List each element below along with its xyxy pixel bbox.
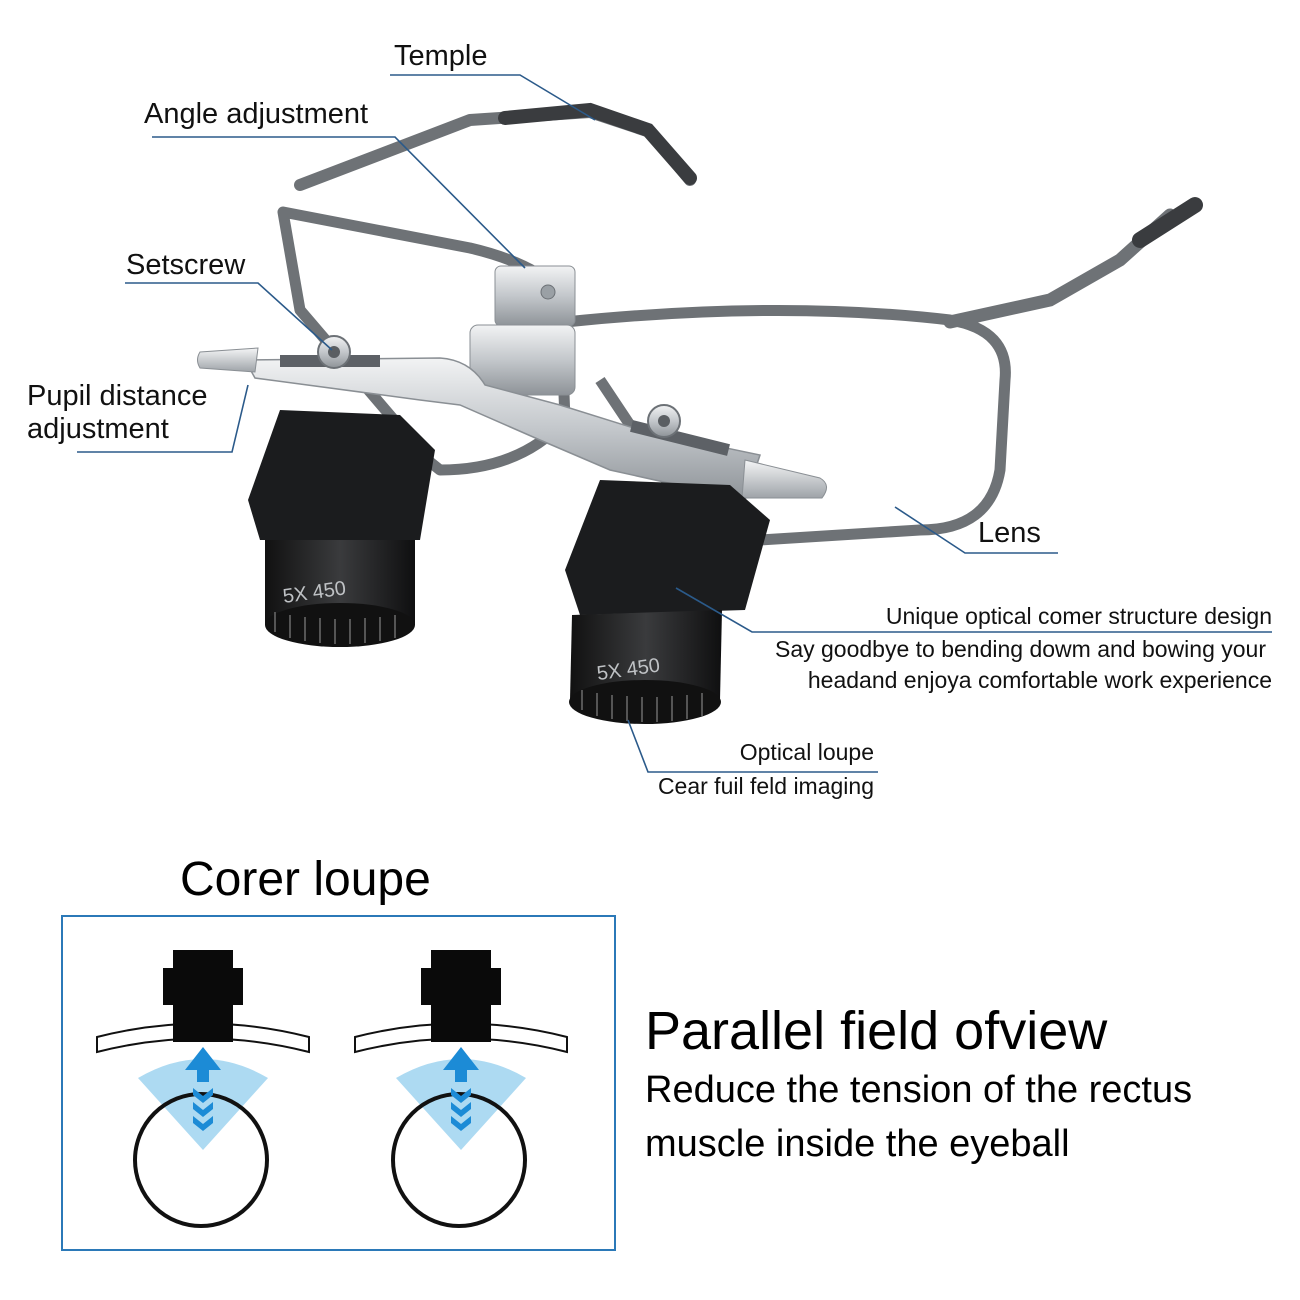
loupe-left: 5X 450 [248,410,435,647]
label-lens: Lens [978,517,1041,549]
setscrew-right [647,404,681,438]
leader-optical-loupe [627,719,878,773]
leader-pupil-distance [77,384,249,453]
label-temple: Temple [394,40,488,72]
corner-loupe-diagram-frame [61,915,616,1251]
loupe-right: 5X 450 [565,480,770,724]
diagram-title: Corer loupe [180,853,431,906]
temple-tip-near [1132,197,1203,248]
label-angle-adjustment: Angle adjustment [144,98,369,130]
temple-tip-far [498,102,697,185]
leader-setscrew [125,282,333,351]
loupe-head-icon [163,950,243,1042]
eyeball [391,1092,527,1228]
gaze-arrow [443,1047,479,1131]
left-bar-tip [197,347,259,373]
field-of-view-wedge [138,1059,268,1150]
leader-optical-structure [675,587,1272,633]
label-optical-structure-line2: Say goodbye to bending dowm and bowing y… [774,636,1266,662]
feature-line2: muscle inside the eyeball [645,1123,1070,1165]
eye-diagram-right [354,950,568,1228]
label-pupil-distance-line1: Pupil distance [27,380,208,412]
label-optical-loupe-line1: Optical loupe [739,739,874,765]
field-of-view-wedge [396,1059,526,1150]
right-bar-tip [741,459,827,499]
leader-lens [894,506,1058,554]
feature-line1: Reduce the tension of the rectus [645,1069,1193,1111]
label-setscrew: Setscrew [126,249,246,281]
gaze-arrow [185,1047,221,1131]
angle-adjustment-hinge [469,265,576,396]
label-optical-loupe-line2: Cear fuil feld imaging [657,773,874,799]
leader-temple [390,74,596,121]
eye-diagram-left [96,950,310,1228]
label-pupil-distance-line2: adjustment [27,413,169,445]
feature-title: Parallel field ofview [645,1001,1108,1061]
temple-arm-near [943,208,1177,329]
label-optical-structure-line1: Unique optical comer structure design [885,603,1272,629]
leader-lines [77,74,1272,773]
leader-angle-adjustment [152,136,526,269]
loupe-head-icon [421,950,501,1042]
eyeball [133,1092,269,1228]
label-optical-structure-line3: headand enjoya comfortable work experien… [807,667,1272,693]
